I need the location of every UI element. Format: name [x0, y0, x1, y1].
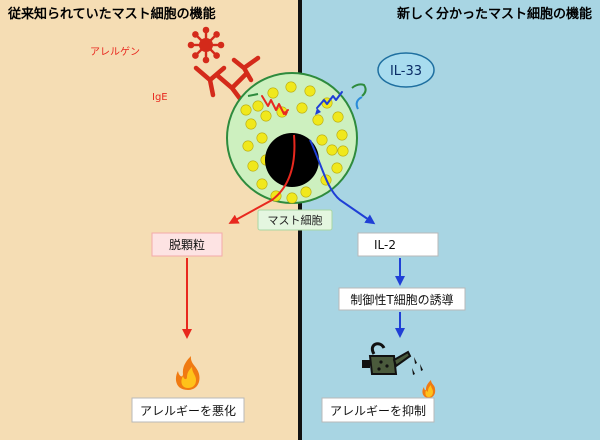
right-panel: [300, 0, 600, 440]
granule: [252, 100, 264, 112]
left-title: 従来知られていたマスト細胞の機能: [7, 6, 216, 22]
granule: [331, 162, 343, 174]
granule: [247, 160, 259, 172]
allergen-icon: [187, 26, 225, 64]
fire-icon: [175, 356, 200, 390]
granule: [260, 110, 272, 122]
nucleus: [265, 133, 319, 187]
ige-antibody-icon: [193, 55, 261, 103]
granule: [332, 111, 344, 123]
mast-cell-label-box: [257, 209, 333, 231]
treg-box: [338, 287, 466, 311]
red-arrow-degranulation: [228, 134, 296, 224]
receptor: [247, 83, 367, 97]
granule: [285, 81, 297, 93]
right-title: 新しく分かったマスト細胞の機能: [397, 6, 592, 22]
granule: [337, 145, 349, 157]
granule: [242, 140, 254, 152]
granule: [296, 102, 308, 114]
granule: [245, 118, 257, 130]
granule: [316, 134, 328, 146]
granule: [304, 85, 316, 97]
suppress-allergy-label: アレルギーを抑制: [330, 403, 426, 418]
granule: [256, 132, 268, 144]
signal-curl: [355, 96, 363, 110]
aggravate-allergy-box: [131, 397, 245, 423]
allergen-label: アレルゲン: [90, 46, 140, 58]
treg-label: 制御性T細胞の誘導: [350, 292, 453, 307]
granule: [336, 129, 348, 141]
il2-label: IL-2: [374, 238, 396, 252]
granule: [312, 114, 324, 126]
il33-bubble: [377, 52, 435, 88]
left-panel: [0, 0, 300, 440]
il33-label: IL-33: [390, 64, 422, 79]
granule: [240, 104, 252, 116]
granule: [256, 178, 268, 190]
red-signal-icon: [261, 95, 289, 116]
degranulation-box: [151, 232, 223, 257]
watering-can-icon: [362, 342, 412, 375]
granule: [326, 144, 338, 156]
suppress-allergy-box: [321, 397, 435, 423]
blue-signal-icon: [315, 91, 343, 115]
degranulation-label: 脱顆粒: [169, 237, 205, 252]
mast-cell-label: マスト細胞: [268, 214, 323, 227]
aggravate-allergy-label: アレルギーを悪化: [140, 404, 236, 418]
blue-arrow-il2: [309, 139, 376, 225]
ige-label: IgE: [152, 92, 168, 103]
il2-box: [357, 232, 439, 257]
granule: [286, 192, 298, 204]
granule: [267, 87, 279, 99]
granule: [300, 186, 312, 198]
water-drops: [412, 357, 423, 375]
small-fire-icon: [422, 380, 436, 398]
